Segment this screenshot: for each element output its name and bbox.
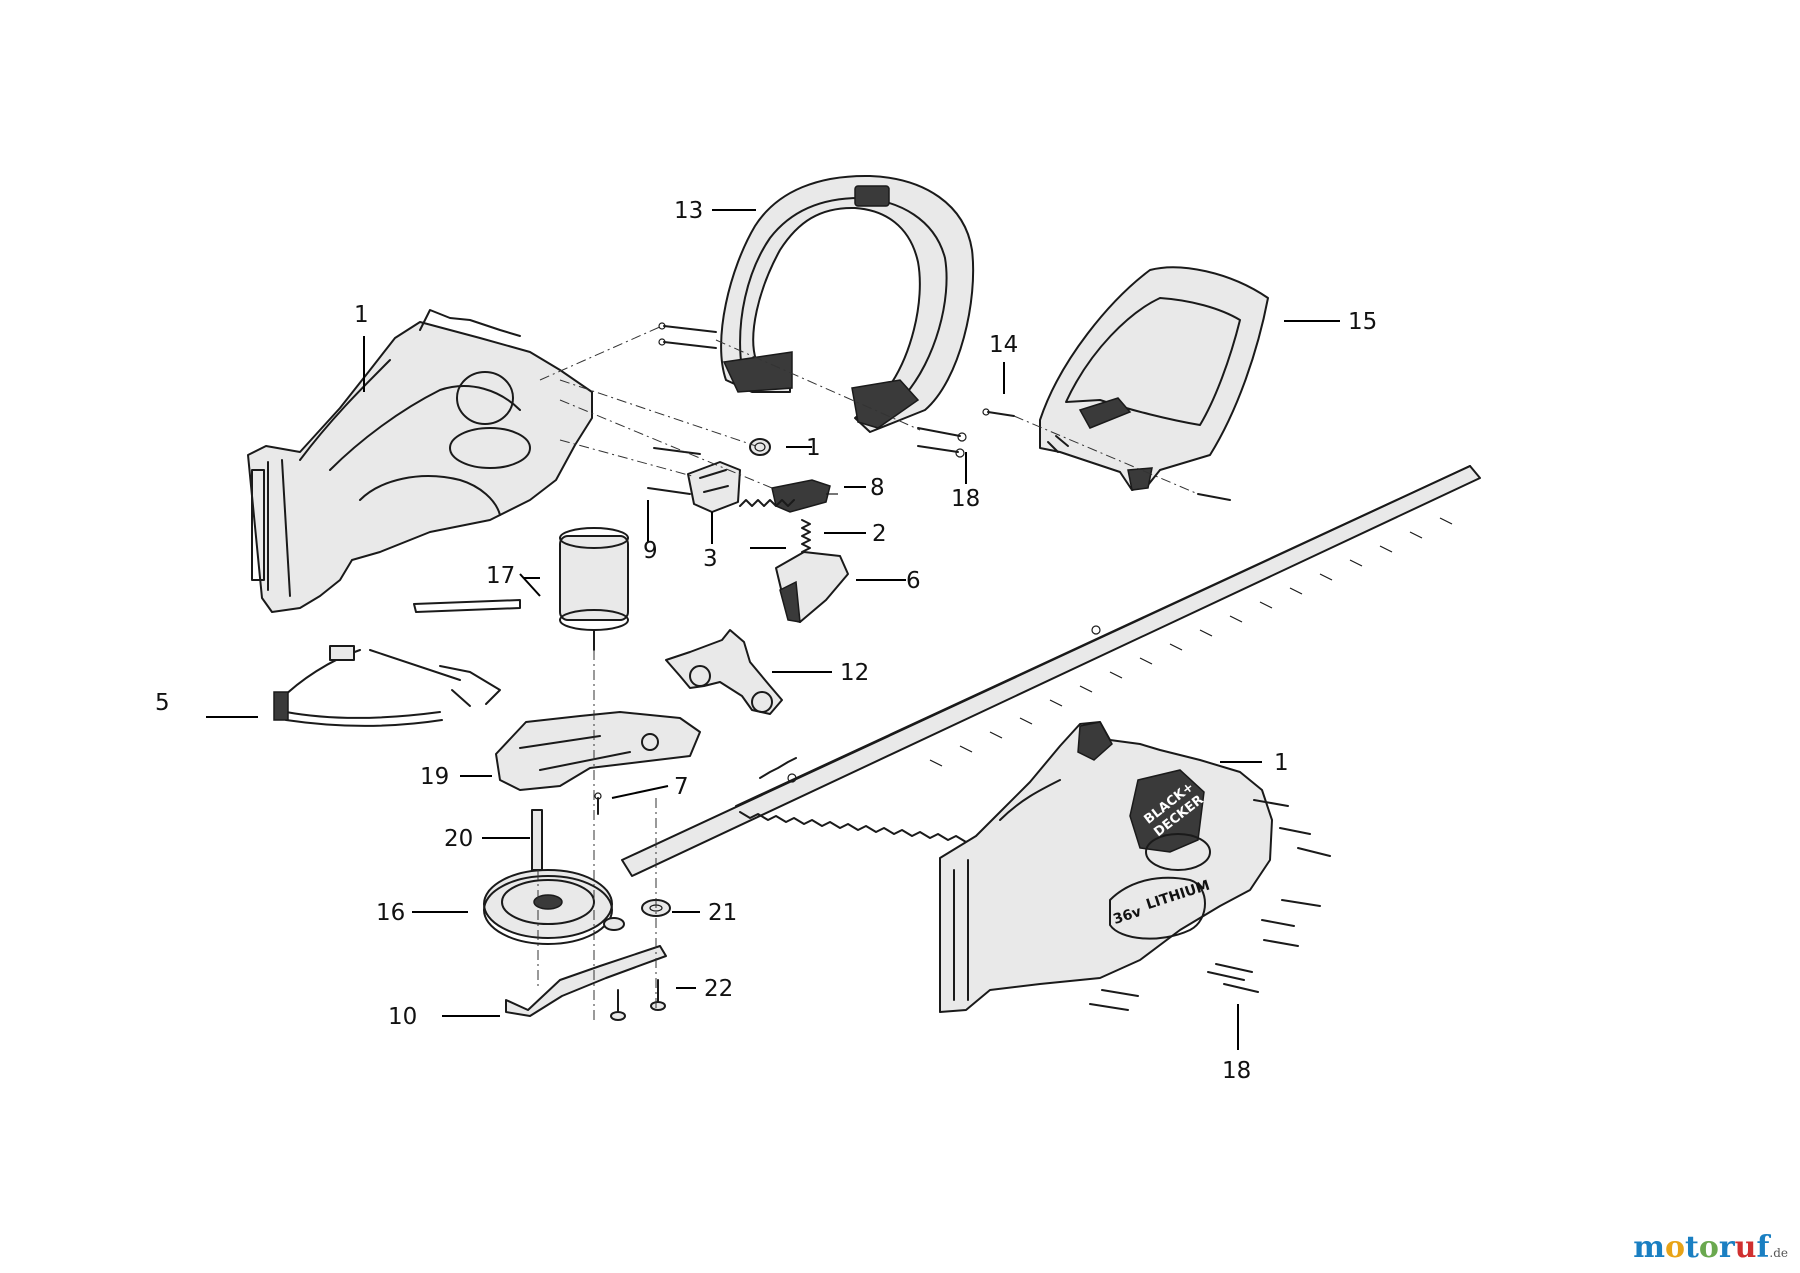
callout-1-left-housing: 1 bbox=[354, 302, 369, 328]
watermark-letter: u bbox=[1734, 1230, 1757, 1265]
assembly-lines bbox=[537, 325, 1199, 1024]
callout-1-right-housing: 1 bbox=[1274, 750, 1289, 776]
callout-20: 20 bbox=[444, 826, 473, 852]
callout-1-nut: 1 bbox=[806, 435, 821, 461]
lock-button-8 bbox=[771, 479, 838, 513]
spring-2 bbox=[801, 519, 811, 557]
switch-block-3 bbox=[687, 461, 741, 513]
spring-small bbox=[739, 499, 795, 507]
watermark-logo: motoruf.de bbox=[1633, 1230, 1788, 1265]
callout-8: 8 bbox=[870, 475, 885, 501]
washer-21 bbox=[603, 899, 671, 931]
housing-right-half bbox=[939, 721, 1273, 1013]
callout-7: 7 bbox=[674, 774, 689, 800]
callout-6: 6 bbox=[906, 568, 921, 594]
trigger-6 bbox=[775, 551, 849, 623]
screws-22 bbox=[610, 979, 666, 1021]
callout-12: 12 bbox=[840, 660, 869, 686]
callout-22: 22 bbox=[704, 976, 733, 1002]
gear-16 bbox=[483, 869, 613, 945]
watermark-letter: r bbox=[1718, 1230, 1735, 1265]
callout-21: 21 bbox=[708, 900, 737, 926]
cutting-blade bbox=[621, 465, 1481, 877]
callout-13: 13 bbox=[674, 198, 703, 224]
housing-left-half bbox=[247, 309, 593, 613]
callout-9: 9 bbox=[643, 538, 658, 564]
callout-19: 19 bbox=[420, 764, 449, 790]
callout-18-lower: 18 bbox=[1222, 1058, 1251, 1084]
watermark-letter: m bbox=[1633, 1230, 1665, 1265]
nut-1 bbox=[749, 438, 771, 456]
hand-guard bbox=[1039, 266, 1269, 491]
callout-3: 3 bbox=[703, 546, 718, 572]
watermark-letter: o bbox=[1698, 1230, 1719, 1265]
watermark-letter: t bbox=[1684, 1230, 1699, 1265]
leader-lines bbox=[206, 209, 1340, 1050]
callout-18-upper: 18 bbox=[951, 486, 980, 512]
front-handle bbox=[720, 174, 975, 433]
screw-14 bbox=[982, 408, 1015, 417]
callout-2: 2 bbox=[872, 521, 887, 547]
motor-17 bbox=[413, 527, 629, 651]
callout-10: 10 bbox=[388, 1004, 417, 1030]
pins-9 bbox=[647, 447, 701, 495]
callout-labels: 1 13 1 8 18 14 15 9 3 2 6 17 12 5 19 7 2… bbox=[155, 198, 1377, 1084]
callout-5: 5 bbox=[155, 690, 170, 716]
screws-18-upper bbox=[917, 427, 967, 458]
clamp-12 bbox=[665, 629, 783, 715]
callout-17: 17 bbox=[486, 563, 515, 589]
connecting-plate-10 bbox=[505, 945, 667, 1017]
callout-15: 15 bbox=[1348, 309, 1377, 335]
callout-14: 14 bbox=[989, 332, 1018, 358]
watermark-letter: f bbox=[1756, 1230, 1770, 1265]
guard-screw-bottom bbox=[1197, 493, 1231, 501]
callout-16: 16 bbox=[376, 900, 405, 926]
screw-7 bbox=[594, 792, 602, 815]
handle-pins-left bbox=[658, 322, 717, 349]
watermark-letter: o bbox=[1664, 1230, 1685, 1265]
wiring-harness-5 bbox=[273, 645, 501, 727]
gear-housing-19 bbox=[495, 711, 701, 791]
pin-20 bbox=[531, 809, 543, 871]
watermark-suffix: .de bbox=[1769, 1246, 1788, 1260]
screws-18-lower bbox=[1089, 799, 1331, 1011]
